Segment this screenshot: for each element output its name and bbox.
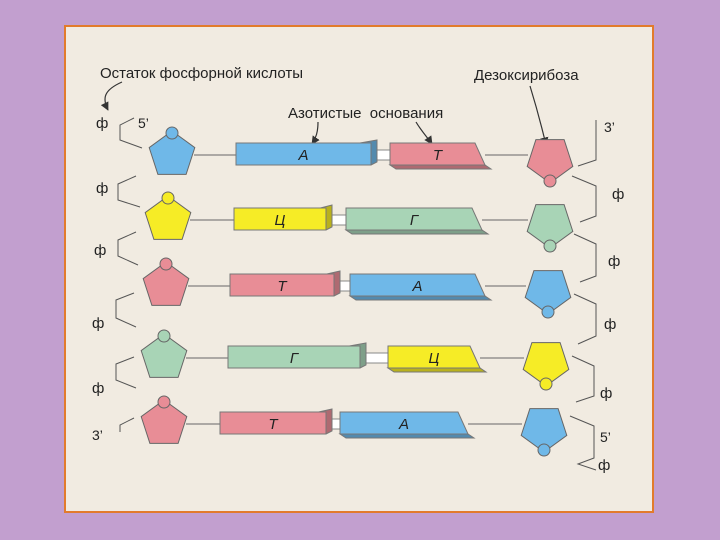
phosphate-marker: ф <box>612 186 624 203</box>
left-phosphate-node <box>157 329 171 343</box>
bases-arrow-left <box>311 121 320 145</box>
right-base <box>387 345 481 369</box>
right-phosphate-node <box>541 305 555 319</box>
right-base-side <box>344 229 490 235</box>
phosphate-marker: ф <box>96 180 108 197</box>
left-phosphate-node <box>157 395 171 409</box>
left-deoxyribose <box>144 195 192 240</box>
phosphate-marker: ф <box>598 457 610 474</box>
end-5-bottom-right: 5’ <box>600 429 611 445</box>
right-base <box>345 207 483 231</box>
right-backbone-strand <box>569 120 597 471</box>
right-base-side <box>388 164 493 170</box>
end-5-top-left: 5’ <box>138 115 149 131</box>
left-backbone-strand <box>115 117 143 432</box>
right-deoxyribose <box>524 270 572 315</box>
right-base-letter: Ц <box>429 350 440 367</box>
left-phosphate-node <box>165 126 179 140</box>
right-deoxyribose <box>526 139 574 184</box>
left-base <box>219 411 327 435</box>
right-deoxyribose <box>526 204 574 249</box>
right-base-letter: Т <box>433 147 444 164</box>
left-base <box>233 207 327 231</box>
phosphate-marker: ф <box>92 380 104 397</box>
end-3-bottom-left: 3’ <box>92 427 103 443</box>
phosphate-label: Остаток фосфорной кислоты <box>100 65 303 82</box>
right-base-side <box>338 433 476 439</box>
right-base <box>339 411 469 435</box>
left-base <box>227 345 361 369</box>
right-phosphate-node <box>537 443 551 457</box>
right-phosphate-node <box>543 239 557 253</box>
right-deoxyribose <box>522 342 570 387</box>
phosphate-marker: ф <box>608 253 620 270</box>
phosphate-marker: ф <box>92 315 104 332</box>
left-base-letter: Т <box>268 416 279 433</box>
right-base-letter: Г <box>410 212 420 229</box>
end-3-top-right: 3’ <box>604 119 615 135</box>
left-deoxyribose <box>140 399 188 444</box>
left-deoxyribose <box>148 130 196 175</box>
left-base-letter: А <box>297 147 308 164</box>
left-phosphate-node <box>159 257 173 271</box>
right-base <box>389 142 486 166</box>
bases-label: Азотистые основания <box>288 105 443 122</box>
left-phosphate-node <box>161 191 175 205</box>
phosphate-arrow <box>100 81 123 111</box>
bases-arrow-right <box>415 121 433 145</box>
left-base-letter: Т <box>277 278 288 295</box>
right-base-side <box>386 367 488 373</box>
phosphate-marker: ф <box>94 242 106 259</box>
right-phosphate-node <box>543 174 557 188</box>
left-base-letter: Ц <box>275 212 286 229</box>
left-base <box>235 142 372 166</box>
deoxyribose-label: Дезоксирибоза <box>474 67 579 84</box>
left-base <box>229 273 335 297</box>
deoxyribose-arrow <box>529 85 549 146</box>
left-base-letter: Г <box>290 350 300 367</box>
right-phosphate-node <box>539 377 553 391</box>
phosphate-marker: ф <box>604 316 616 333</box>
right-base <box>349 273 486 297</box>
right-base-letter: А <box>411 278 422 295</box>
phosphate-marker: ф <box>600 385 612 402</box>
left-deoxyribose <box>140 333 188 378</box>
right-base-letter: А <box>398 416 409 433</box>
left-deoxyribose <box>142 261 190 306</box>
phosphate-marker: ф <box>96 115 108 132</box>
right-base-side <box>348 295 493 301</box>
right-deoxyribose <box>520 408 568 453</box>
